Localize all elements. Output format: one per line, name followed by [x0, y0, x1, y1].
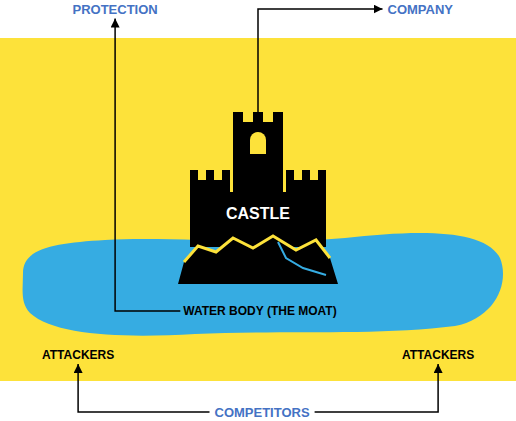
label-text: PROTECTION: [73, 2, 158, 17]
yellow-field: [0, 38, 516, 381]
leader-arrow: [258, 9, 383, 112]
leader-arrow: [315, 364, 439, 412]
label-text: COMPANY: [388, 2, 453, 17]
attackers-label: ATTACKERS: [400, 347, 476, 363]
shape-label: CASTLE: [226, 205, 290, 222]
castle-shape: [178, 112, 338, 284]
leader-arrow: [78, 364, 209, 412]
castle-node: CASTLE: [178, 112, 338, 284]
label-text: ATTACKERS: [42, 348, 114, 362]
text-wrap: CASTLE: [178, 205, 338, 223]
label-text: ATTACKERS: [402, 348, 474, 362]
concept-label: PROTECTION: [71, 1, 160, 18]
concept-label: COMPETITORS: [213, 404, 312, 421]
attackers-label: ATTACKERS: [40, 347, 116, 363]
concept-label: COMPANY: [386, 1, 455, 18]
shape-label: WATER BODY (THE MOAT): [183, 304, 336, 318]
text-wrap: WATER BODY (THE MOAT): [15, 304, 505, 318]
label-text: COMPETITORS: [215, 405, 310, 420]
